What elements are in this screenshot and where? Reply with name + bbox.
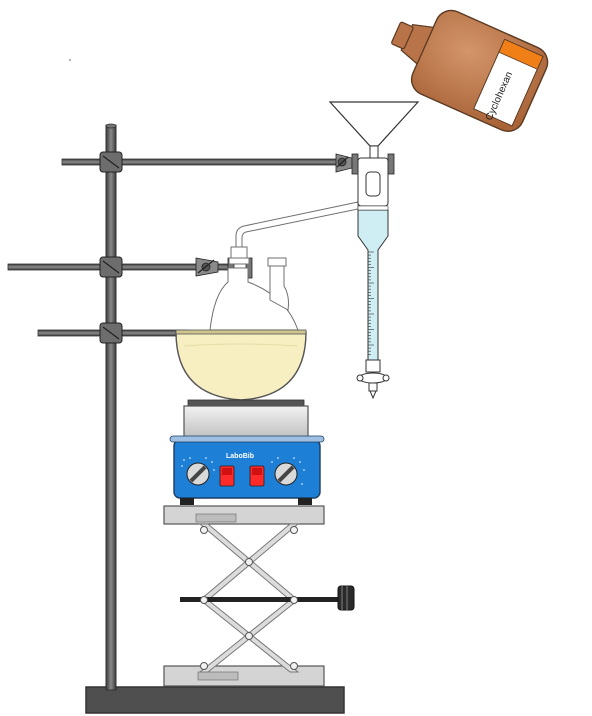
burette-stopcock[interactable]: [356, 359, 390, 400]
stand-rod-top: [105, 123, 117, 129]
heating-bath: [175, 329, 307, 401]
burette-graduations: [368, 251, 374, 355]
temperature-knob[interactable]: [186, 462, 210, 486]
scissor-pivots: [200, 526, 298, 670]
lab-jack-knob[interactable]: [337, 585, 355, 611]
stirrer-switch[interactable]: [249, 465, 265, 487]
stand-base: [85, 686, 345, 714]
burette: [357, 157, 389, 361]
boss-head-bottom: [99, 322, 123, 344]
reagent-bottle: Cyclohexan: [391, 9, 549, 133]
dial-markings: [181, 457, 305, 485]
stirrer-brand-label: LaboBib: [226, 453, 254, 460]
magnetic-stirrer: LaboBib: [169, 399, 325, 505]
heater-switch[interactable]: [219, 465, 235, 487]
stand-rod: [105, 124, 117, 691]
boss-head-middle: [99, 256, 123, 278]
bottle-label-tab: [498, 38, 544, 70]
lab-jack-screw: [180, 597, 344, 602]
stirrer-foot-right: [298, 498, 312, 505]
stirrer-foot-left: [180, 498, 194, 505]
funnel: [328, 101, 420, 163]
speck: [69, 59, 71, 61]
lab-jack: [163, 505, 355, 687]
speed-knob[interactable]: [274, 462, 298, 486]
lab-jack-top-plate: [163, 505, 325, 525]
boss-head-top: [99, 151, 123, 173]
lab-jack-bottom-plate: [163, 665, 325, 687]
connecting-tube: [228, 201, 359, 265]
